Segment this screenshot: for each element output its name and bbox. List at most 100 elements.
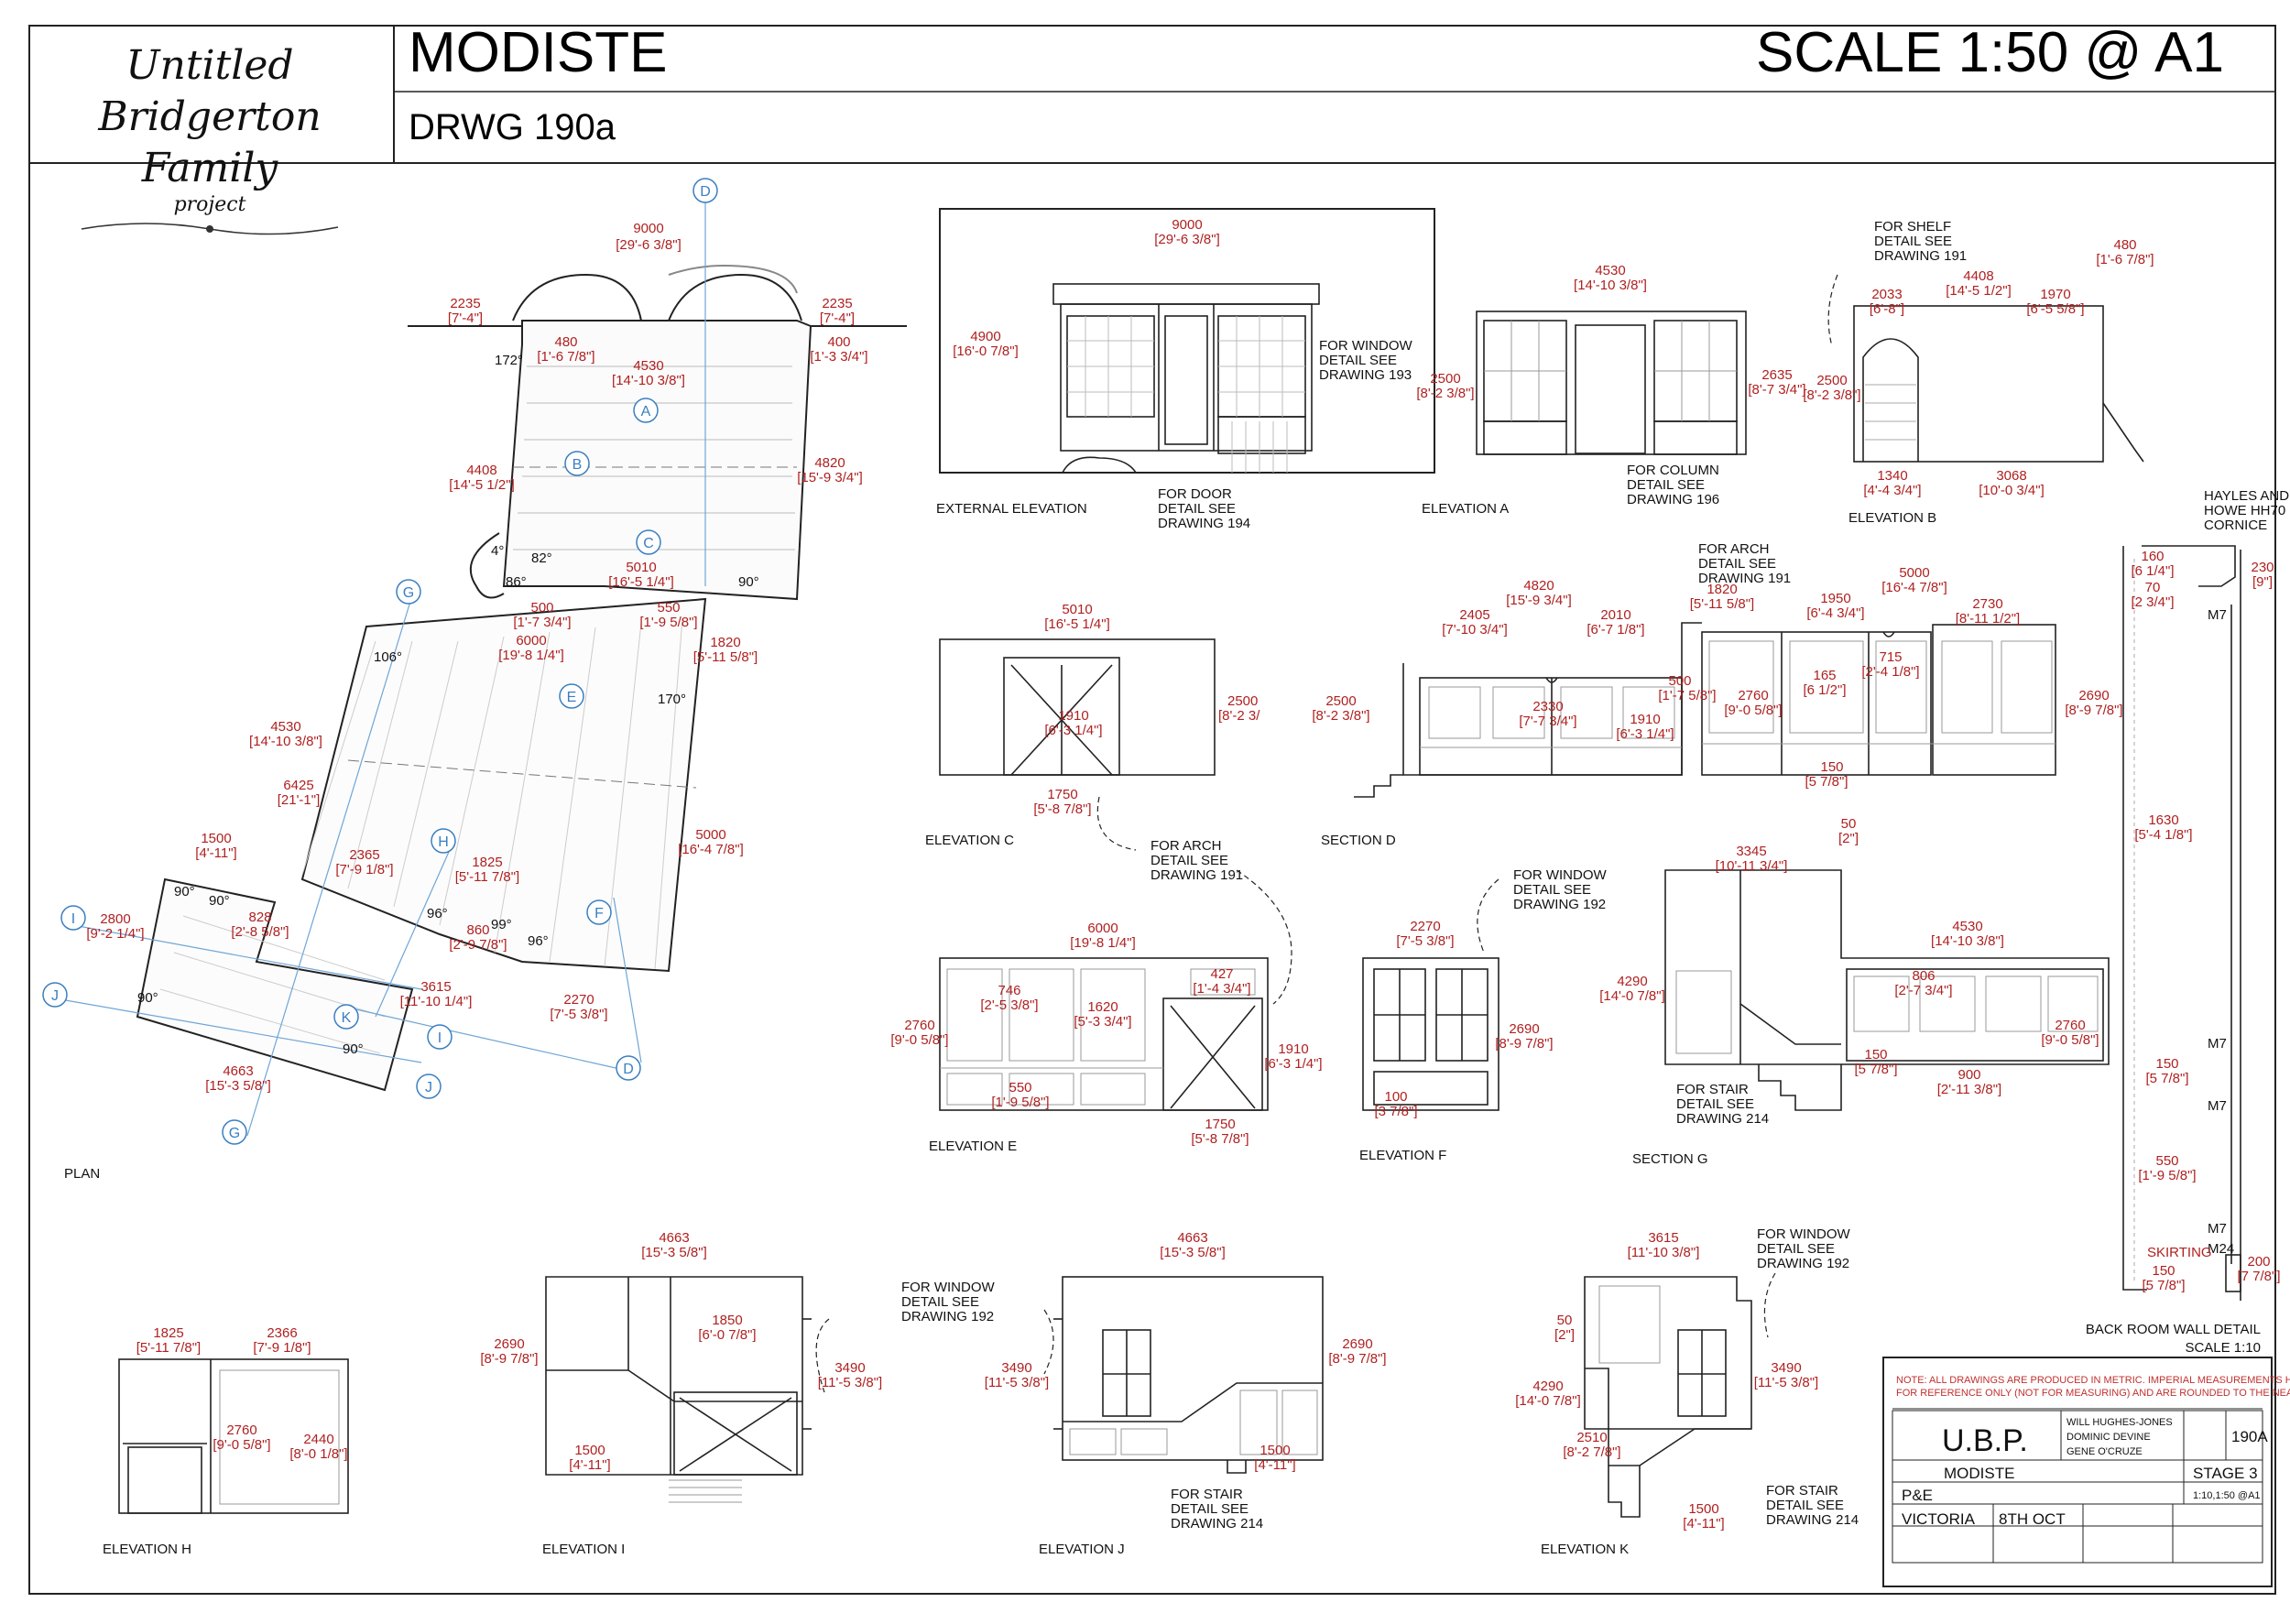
svg-text:[15'-9 3/4"]: [15'-9 3/4"] bbox=[1506, 593, 1572, 608]
svg-text:DETAIL SEE: DETAIL SEE bbox=[1766, 1498, 1844, 1513]
svg-text:1910: 1910 bbox=[1278, 1041, 1308, 1057]
svg-text:230: 230 bbox=[2251, 560, 2274, 575]
svg-text:2365: 2365 bbox=[349, 847, 379, 863]
svg-text:2440: 2440 bbox=[303, 1432, 333, 1447]
svg-text:2690: 2690 bbox=[2078, 688, 2109, 703]
svg-text:1825: 1825 bbox=[153, 1325, 183, 1341]
svg-text:FOR ARCH: FOR ARCH bbox=[1150, 838, 1222, 854]
svg-text:DETAIL SEE: DETAIL SEE bbox=[1698, 556, 1776, 572]
svg-text:160: 160 bbox=[2141, 549, 2164, 564]
svg-text:[8'-0 1/8"]: [8'-0 1/8"] bbox=[289, 1446, 347, 1462]
svg-text:[8'-7 3/4"]: [8'-7 3/4"] bbox=[1748, 382, 1805, 398]
svg-text:I: I bbox=[438, 1030, 442, 1046]
svg-text:3615: 3615 bbox=[1648, 1230, 1678, 1246]
svg-text:DRAWING 194: DRAWING 194 bbox=[1158, 516, 1250, 531]
svg-text:150: 150 bbox=[2152, 1263, 2175, 1279]
svg-text:FOR DOOR: FOR DOOR bbox=[1158, 486, 1232, 502]
svg-text:70: 70 bbox=[2145, 580, 2161, 595]
svg-text:1750: 1750 bbox=[1205, 1117, 1235, 1132]
svg-text:DRAWING 214: DRAWING 214 bbox=[1676, 1111, 1769, 1127]
svg-text:1620: 1620 bbox=[1087, 999, 1118, 1015]
svg-text:828: 828 bbox=[248, 910, 271, 925]
svg-text:82°: 82° bbox=[531, 550, 552, 566]
logo-flourish bbox=[81, 223, 339, 235]
svg-text:FOR WINDOW: FOR WINDOW bbox=[901, 1280, 995, 1295]
svg-text:2330: 2330 bbox=[1532, 699, 1563, 714]
svg-text:[15'-3 5/8"]: [15'-3 5/8"] bbox=[1160, 1245, 1226, 1260]
svg-text:[14'-10 3/8"]: [14'-10 3/8"] bbox=[612, 373, 685, 388]
svg-text:[6'-3 1/4"]: [6'-3 1/4"] bbox=[1044, 723, 1102, 738]
svg-text:[6'-3 1/4"]: [6'-3 1/4"] bbox=[1264, 1056, 1322, 1072]
svg-text:DETAIL SEE: DETAIL SEE bbox=[1513, 882, 1591, 898]
svg-text:4900: 4900 bbox=[970, 329, 1000, 344]
logo-subtitle: project bbox=[173, 193, 246, 216]
svg-text:FOR ARCH: FOR ARCH bbox=[1698, 541, 1770, 557]
svg-text:[6'-7 1/8"]: [6'-7 1/8"] bbox=[1587, 622, 1644, 638]
svg-text:3068: 3068 bbox=[1996, 468, 2026, 484]
svg-text:K: K bbox=[342, 1010, 352, 1026]
svg-text:[7 7/8"]: [7 7/8"] bbox=[2237, 1269, 2280, 1284]
plan-dimensions: 9000[29'-6 3/8"] 2235[7'-4"] 2235[7'-4"]… bbox=[86, 221, 867, 1094]
svg-text:[5 7/8"]: [5 7/8"] bbox=[2142, 1278, 2185, 1293]
svg-text:2405: 2405 bbox=[1459, 607, 1489, 623]
svg-text:[2 3/4"]: [2 3/4"] bbox=[2131, 594, 2174, 610]
svg-text:[2'-9 7/8"]: [2'-9 7/8"] bbox=[449, 937, 507, 953]
elevation-b: FOR SHELF DETAIL SEE DRAWING 191 4408 [1… bbox=[1803, 219, 2154, 526]
svg-text:5010: 5010 bbox=[626, 560, 656, 575]
svg-text:99°: 99° bbox=[491, 917, 512, 932]
elevation-c: 5010 [16'-5 1/4"] 2500 [8'-2 3/ 1910 [6'… bbox=[925, 602, 1260, 883]
svg-text:500: 500 bbox=[530, 600, 553, 616]
svg-text:[11'-10 1/4"]: [11'-10 1/4"] bbox=[400, 994, 473, 1009]
svg-text:[9'-2 1/4"]: [9'-2 1/4"] bbox=[86, 926, 144, 942]
svg-text:150: 150 bbox=[2155, 1056, 2178, 1072]
svg-text:2500: 2500 bbox=[1325, 693, 1356, 709]
svg-text:2500: 2500 bbox=[1430, 371, 1460, 387]
svg-text:[9"]: [9"] bbox=[2252, 574, 2273, 590]
svg-text:[4'-11"]: [4'-11"] bbox=[195, 845, 236, 861]
svg-text:DRAWING 192: DRAWING 192 bbox=[1513, 897, 1606, 912]
svg-text:[5 7/8"]: [5 7/8"] bbox=[1854, 1062, 1897, 1077]
svg-text:DETAIL SEE: DETAIL SEE bbox=[1676, 1096, 1754, 1112]
svg-text:500: 500 bbox=[1668, 673, 1691, 689]
svg-text:2235: 2235 bbox=[822, 296, 852, 311]
svg-text:[8'-9 7/8"]: [8'-9 7/8"] bbox=[2065, 703, 2122, 718]
svg-text:4530: 4530 bbox=[1595, 263, 1625, 278]
svg-text:FOR WINDOW: FOR WINDOW bbox=[1319, 338, 1412, 354]
svg-text:ELEVATION A: ELEVATION A bbox=[1422, 501, 1509, 517]
svg-text:2730: 2730 bbox=[1972, 596, 2002, 612]
svg-text:3490: 3490 bbox=[1771, 1360, 1801, 1376]
svg-text:[6'-8"]: [6'-8"] bbox=[1870, 301, 1904, 317]
svg-text:2760: 2760 bbox=[2055, 1018, 2085, 1033]
svg-text:[8'-2 3/8"]: [8'-2 3/8"] bbox=[1416, 386, 1474, 401]
svg-text:[7'-10 3/4"]: [7'-10 3/4"] bbox=[1442, 622, 1508, 638]
svg-text:[16'-0 7/8"]: [16'-0 7/8"] bbox=[953, 343, 1019, 359]
svg-text:J: J bbox=[51, 988, 59, 1004]
svg-text:DETAIL SEE: DETAIL SEE bbox=[1171, 1501, 1249, 1517]
svg-text:E: E bbox=[567, 690, 577, 705]
svg-text:4663: 4663 bbox=[223, 1063, 253, 1079]
svg-text:[5 7/8"]: [5 7/8"] bbox=[1805, 774, 1848, 790]
svg-text:1970: 1970 bbox=[2040, 287, 2070, 302]
svg-text:1910: 1910 bbox=[1058, 708, 1088, 724]
svg-text:90°: 90° bbox=[137, 990, 158, 1006]
svg-text:6425: 6425 bbox=[283, 778, 313, 793]
svg-text:5010: 5010 bbox=[1062, 602, 1092, 617]
svg-text:2500: 2500 bbox=[1816, 373, 1847, 388]
svg-text:DETAIL SEE: DETAIL SEE bbox=[1874, 234, 1952, 249]
svg-text:2010: 2010 bbox=[1600, 607, 1630, 623]
svg-text:[1'-6 7/8"]: [1'-6 7/8"] bbox=[2096, 252, 2154, 267]
svg-text:ELEVATION K: ELEVATION K bbox=[1541, 1542, 1629, 1557]
svg-text:[1'-7 5/8"]: [1'-7 5/8"] bbox=[1658, 688, 1716, 703]
svg-text:172°: 172° bbox=[495, 353, 523, 368]
svg-text:1500: 1500 bbox=[1688, 1501, 1718, 1517]
svg-text:4°: 4° bbox=[491, 543, 504, 559]
svg-text:[1'-9 5/8"]: [1'-9 5/8"] bbox=[639, 615, 697, 630]
drawing-scale: SCALE 1:50 @ A1 bbox=[1756, 21, 2224, 84]
svg-text:[7'-4"]: [7'-4"] bbox=[820, 311, 855, 326]
svg-text:GENE O'CRUZE: GENE O'CRUZE bbox=[2066, 1446, 2143, 1457]
svg-text:DRAWING 196: DRAWING 196 bbox=[1627, 492, 1719, 507]
elevation-j: 4663 [15'-3 5/8"] 3490 [11'-5 3/8"] 2690… bbox=[985, 1230, 1387, 1557]
svg-text:2635: 2635 bbox=[1761, 367, 1792, 383]
svg-text:[14'-10 3/8"]: [14'-10 3/8"] bbox=[249, 734, 322, 749]
svg-text:170°: 170° bbox=[658, 692, 686, 707]
